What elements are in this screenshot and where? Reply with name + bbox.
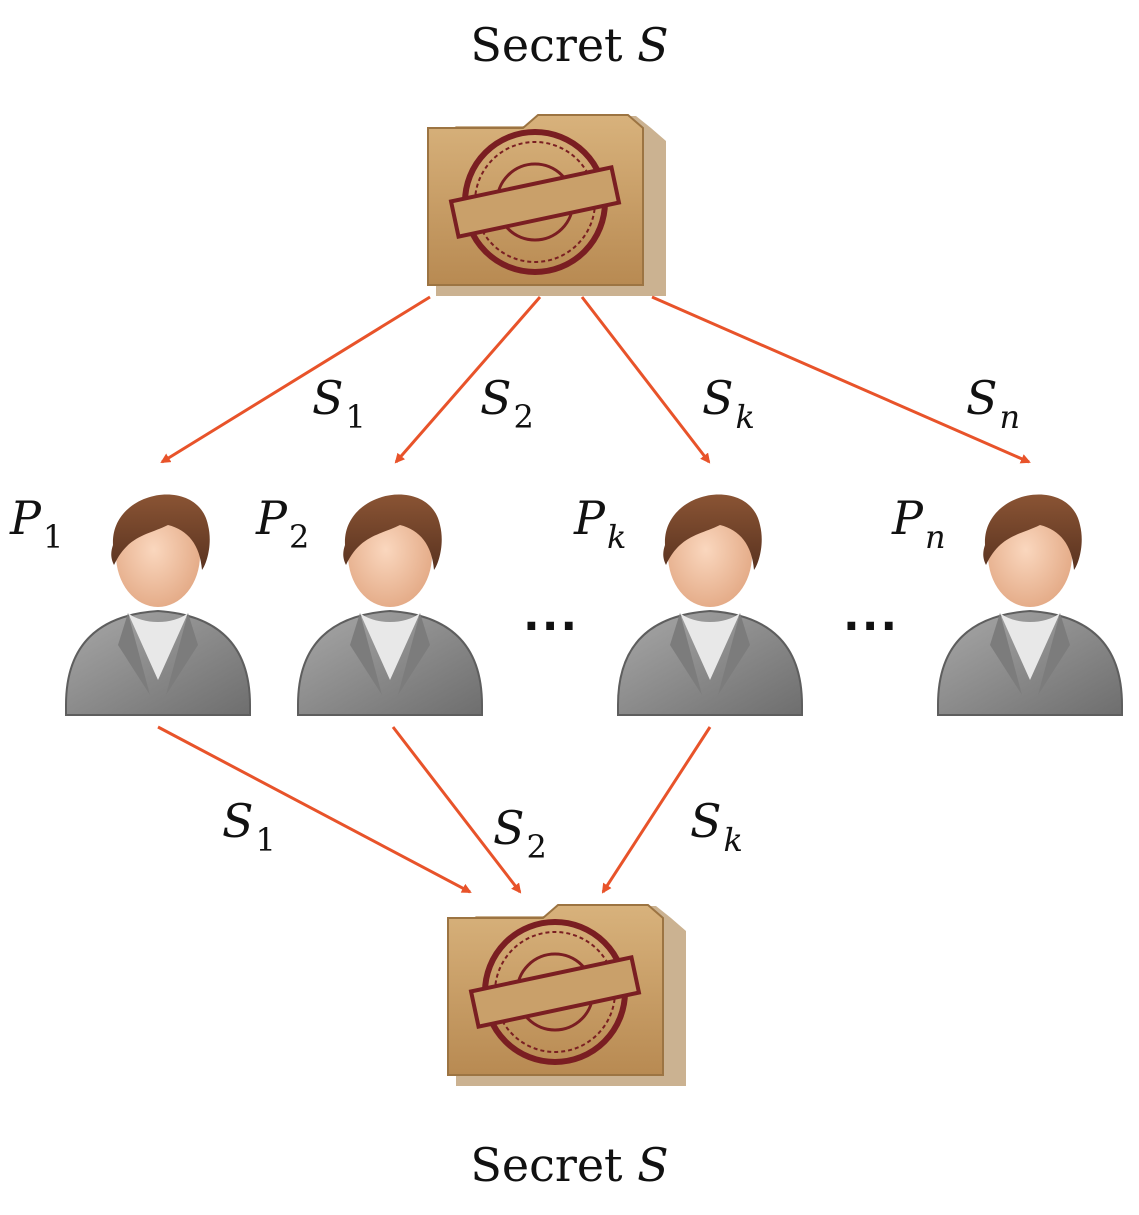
top-secret-folder-icon — [428, 115, 666, 296]
top-title: Secret S — [470, 18, 669, 72]
bottom-title: Secret S — [470, 1138, 669, 1192]
participant-label-n: Pn — [892, 491, 946, 556]
participant-n-icon — [937, 493, 1123, 716]
arrow-share-n — [651, 295, 1031, 464]
arrow-reconstruct-2 — [391, 726, 522, 894]
reconstruct-share-label-k: Sk — [690, 794, 743, 859]
ellipsis-1: ··· — [523, 601, 580, 652]
participant-label-2: P2 — [256, 491, 310, 556]
arrow-share-2 — [394, 296, 542, 464]
arrow-reconstruct-k — [601, 726, 712, 894]
reconstruct-share-label-2: S2 — [493, 801, 547, 866]
participant-label-k: Pk — [574, 491, 627, 556]
distribute-share-label-1: S1 — [312, 371, 366, 436]
participant-2-icon — [297, 493, 483, 716]
reconstructed-secret-folder-icon — [448, 905, 686, 1086]
participant-label-1: P1 — [10, 491, 64, 556]
distribute-share-label-n: Sn — [966, 371, 1021, 436]
distribute-share-label-k: Sk — [702, 371, 755, 436]
participant-1-icon — [65, 493, 251, 716]
arrow-reconstruct-1 — [157, 725, 472, 894]
arrow-share-k — [580, 296, 711, 464]
participant-k-icon — [617, 493, 803, 716]
arrow-share-1 — [160, 295, 431, 464]
ellipsis-2: ··· — [843, 601, 900, 652]
reconstruct-share-label-1: S1 — [222, 794, 276, 859]
distribute-share-label-2: S2 — [480, 371, 534, 436]
